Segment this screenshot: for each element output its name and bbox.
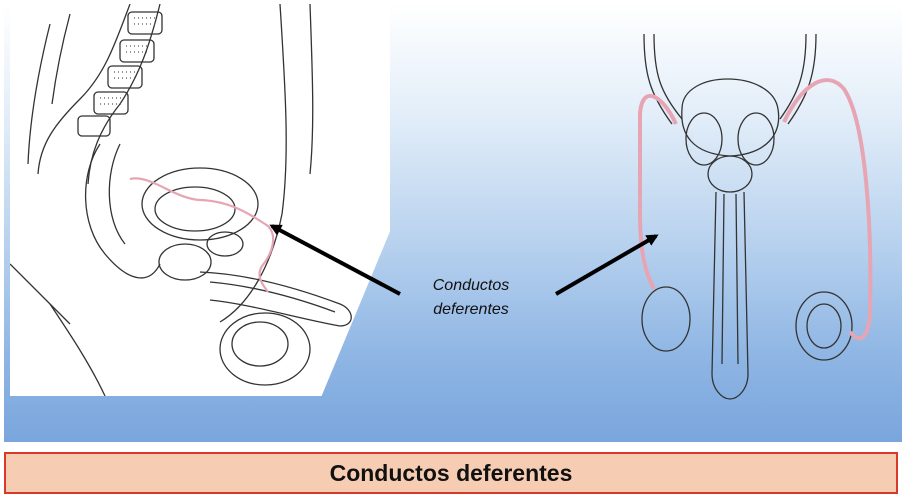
slide-title: Conductos deferentes [330,460,573,487]
callout-label: Conductos deferentes [408,274,534,322]
left-arrow [272,226,400,294]
pointer-arrows [4,4,902,442]
right-arrow [556,236,656,294]
title-bar: Conductos deferentes [4,452,898,494]
callout-line-2: deferentes [408,298,534,322]
callout-line-1: Conductos [408,274,534,298]
diagram-slide: Conductos deferentes [4,4,902,442]
